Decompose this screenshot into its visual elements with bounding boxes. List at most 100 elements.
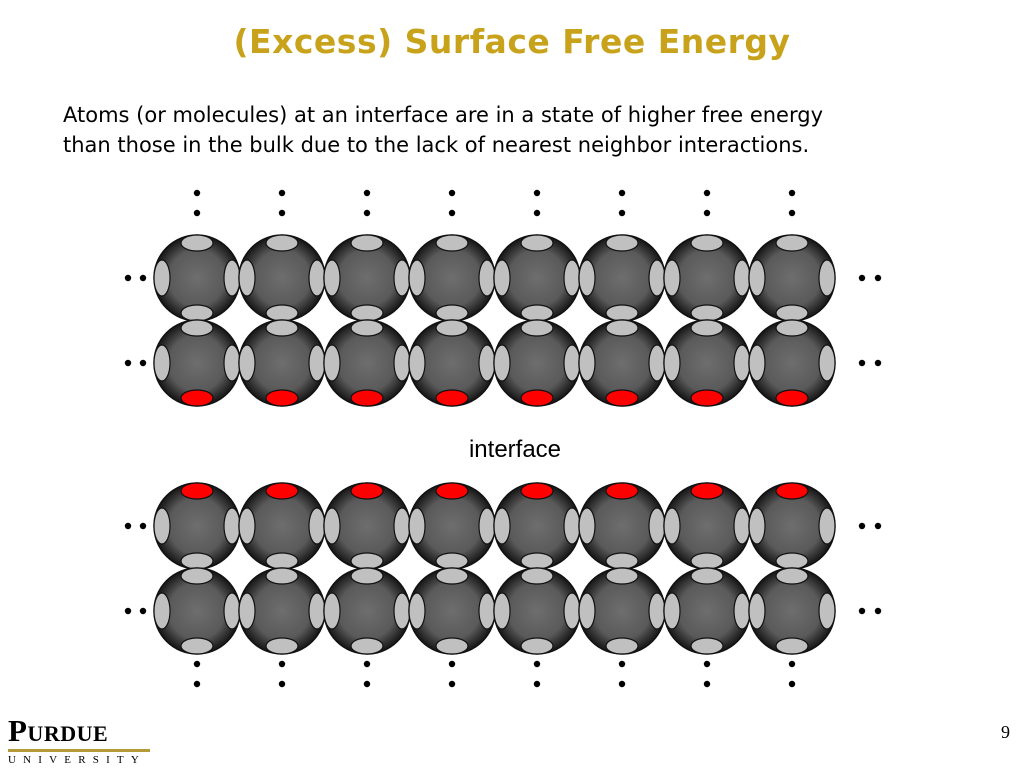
bond-bottom [180, 637, 214, 655]
bond-right [223, 507, 241, 545]
continuation-dot [874, 274, 882, 282]
continuation-dot [278, 189, 286, 197]
continuation-dot [278, 680, 286, 688]
bond-left [408, 592, 426, 630]
continuation-dot [139, 522, 147, 530]
logo-rule [8, 749, 150, 752]
bond-right [393, 344, 411, 382]
continuation-dot [193, 680, 201, 688]
bond-right [308, 344, 326, 382]
continuation-dot [703, 189, 711, 197]
logo-subtitle: UNIVERSITY [8, 754, 146, 766]
bond-right [478, 592, 496, 630]
atom [493, 482, 581, 570]
bond-right [478, 344, 496, 382]
bond-left [323, 259, 341, 297]
body-line-2: than those in the bulk due to the lack o… [63, 133, 810, 157]
atom [323, 482, 411, 570]
continuation-dot [448, 189, 456, 197]
continuation-dot [124, 607, 132, 615]
atom [153, 234, 241, 322]
bond-left [238, 344, 256, 382]
bond-left [493, 259, 511, 297]
atom [663, 567, 751, 655]
continuation-dot [703, 660, 711, 668]
broken-bond-bottom [350, 389, 384, 407]
bond-top [775, 567, 809, 585]
continuation-dot [448, 660, 456, 668]
continuation-dot [363, 189, 371, 197]
continuation-dot [363, 680, 371, 688]
continuation-dot [448, 680, 456, 688]
bond-right [223, 259, 241, 297]
atom [493, 234, 581, 322]
bond-bottom [265, 637, 299, 655]
continuation-dot [858, 522, 866, 530]
bond-right [818, 507, 836, 545]
continuation-dot [788, 660, 796, 668]
continuation-dot [618, 680, 626, 688]
continuation-dot [533, 660, 541, 668]
bond-top [520, 234, 554, 252]
bond-top [265, 567, 299, 585]
continuation-dot [124, 522, 132, 530]
bond-bottom [605, 304, 639, 322]
bond-top [350, 319, 384, 337]
broken-bond-bottom [180, 389, 214, 407]
bond-right [563, 507, 581, 545]
continuation-dot [858, 274, 866, 282]
broken-bond-top [605, 482, 639, 500]
broken-bond-top [775, 482, 809, 500]
bond-left [493, 507, 511, 545]
broken-bond-bottom [520, 389, 554, 407]
bond-right [818, 344, 836, 382]
continuation-dot [858, 359, 866, 367]
bond-right [733, 592, 751, 630]
bond-right [563, 592, 581, 630]
bond-right [223, 592, 241, 630]
atom [238, 482, 326, 570]
broken-bond-bottom [605, 389, 639, 407]
bond-bottom [435, 304, 469, 322]
continuation-dot [124, 359, 132, 367]
atom [323, 234, 411, 322]
bond-bottom [775, 552, 809, 570]
continuation-dot [533, 209, 541, 217]
bond-top [350, 567, 384, 585]
bond-right [563, 344, 581, 382]
bond-left [578, 507, 596, 545]
bond-left [748, 592, 766, 630]
continuation-dot [363, 660, 371, 668]
broken-bond-bottom [775, 389, 809, 407]
bond-bottom [180, 304, 214, 322]
continuation-dot [788, 680, 796, 688]
atom [408, 567, 496, 655]
bond-right [648, 592, 666, 630]
bond-top [520, 319, 554, 337]
bond-left [748, 344, 766, 382]
atom [748, 482, 836, 570]
bond-bottom [350, 552, 384, 570]
bond-right [648, 259, 666, 297]
bond-left [663, 259, 681, 297]
bond-bottom [605, 637, 639, 655]
bond-bottom [520, 304, 554, 322]
atom [153, 482, 241, 570]
bond-top [605, 319, 639, 337]
bond-top [265, 234, 299, 252]
bond-left [323, 507, 341, 545]
broken-bond-top [435, 482, 469, 500]
bond-right [393, 259, 411, 297]
bond-right [648, 507, 666, 545]
bond-top [605, 234, 639, 252]
bond-top [690, 567, 724, 585]
bond-top [775, 319, 809, 337]
bond-top [435, 319, 469, 337]
bond-top [180, 234, 214, 252]
bond-top [775, 234, 809, 252]
atom [578, 567, 666, 655]
continuation-dot [874, 522, 882, 530]
bond-bottom [605, 552, 639, 570]
continuation-dot [193, 189, 201, 197]
continuation-dot [788, 209, 796, 217]
